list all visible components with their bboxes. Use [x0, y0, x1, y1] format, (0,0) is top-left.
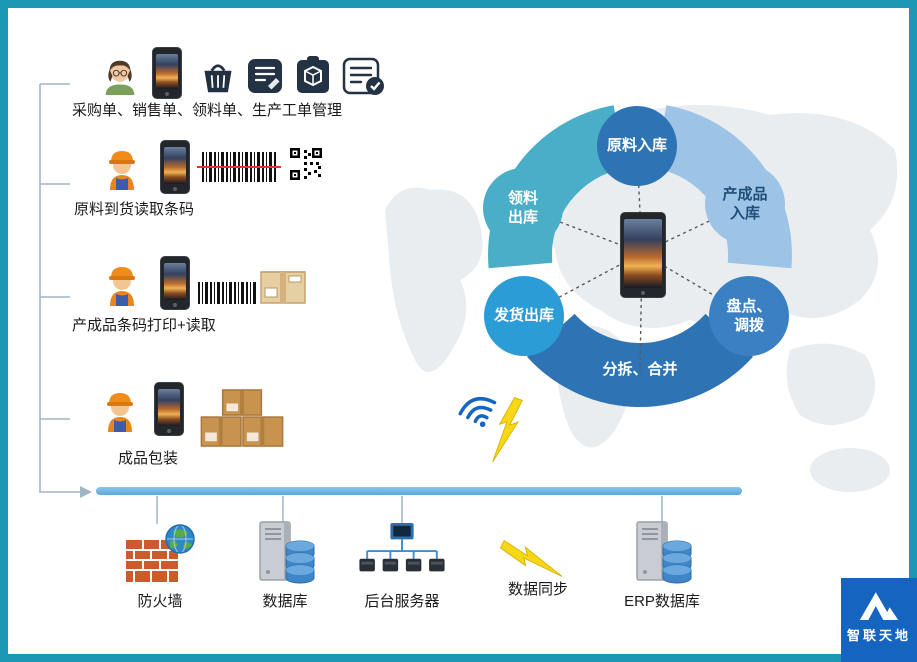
bus-stub — [661, 496, 663, 524]
node-count-transfer: 盘点、 调拨 — [709, 276, 789, 356]
infra-data-sync: 数据同步 — [488, 524, 588, 614]
infra-firewall: 防火墙 — [120, 522, 200, 614]
node-count-transfer-label: 盘点、 调拨 — [726, 297, 772, 335]
bus-stub — [282, 496, 284, 524]
workflow-group-raw-arrival: 原料到货读取条码 — [60, 140, 350, 220]
workflow-label-orders: 采购单、销售单、领料单、生产工单管理 — [72, 102, 343, 119]
barcode-icon — [198, 282, 256, 304]
barcode-scan-icon — [197, 152, 281, 182]
carton-stack-icon — [200, 389, 284, 447]
qr-code-icon — [288, 146, 324, 182]
bus-stub — [401, 496, 403, 524]
infra-label-backend-server: 后台服务器 — [364, 593, 440, 610]
smartphone-icon — [160, 256, 190, 310]
node-raw-in: 原料入库 — [597, 106, 677, 186]
node-material-out-label: 领料 出库 — [507, 189, 538, 227]
smartphone-icon — [160, 140, 190, 194]
node-product-in: 产成品 入库 — [705, 164, 785, 244]
infra-label-database: 数据库 — [262, 593, 308, 610]
infra-label-data-sync: 数据同步 — [507, 581, 568, 598]
checklist-icon — [342, 57, 386, 97]
node-product-in-label: 产成品 入库 — [722, 185, 768, 223]
node-ship-out: 发货出库 — [484, 276, 564, 356]
package-doc-icon — [296, 55, 330, 94]
database-icon — [636, 521, 692, 584]
workflow-group-product-barcode: 产成品条码打印+读取 — [60, 256, 320, 336]
network-bus-bar — [96, 487, 742, 495]
female-operator-icon — [105, 60, 135, 95]
basket-icon — [203, 64, 233, 94]
left-flow-connector — [39, 83, 92, 498]
firewall-icon — [125, 524, 195, 583]
worker-icon — [109, 151, 135, 190]
worker-icon — [109, 267, 135, 306]
infra-backend-server: 后台服务器 — [352, 520, 452, 614]
carton-box-icon — [260, 271, 306, 304]
logo: 智联天地 — [841, 578, 917, 662]
workflow-label-packaging: 成品包装 — [118, 450, 179, 467]
bus-stub — [156, 496, 158, 524]
infra-erp-database: ERP数据库 — [612, 518, 712, 614]
workflow-label-product-barcode: 产成品条码打印+读取 — [72, 317, 216, 334]
sector-split-merge — [527, 313, 753, 408]
node-material-out: 领料 出库 — [483, 168, 563, 248]
database-icon — [259, 521, 315, 584]
infra-label-erp-database: ERP数据库 — [624, 593, 700, 610]
node-split-merge-label: 分拆、合并 — [602, 361, 678, 378]
mountain-logo-icon — [859, 592, 899, 620]
worker-icon — [107, 393, 133, 432]
smartphone-icon — [152, 47, 182, 99]
smartphone-icon — [154, 382, 184, 436]
workflow-group-packaging: 成品包装 — [60, 380, 300, 472]
central-smartphone-icon — [620, 212, 666, 298]
workflow-label-raw-arrival: 原料到货读取条码 — [74, 201, 195, 218]
infra-label-firewall: 防火墙 — [137, 593, 183, 610]
order-doc-icon — [246, 57, 284, 95]
node-ship-out-label: 发货出库 — [493, 307, 554, 325]
infra-database: 数据库 — [245, 518, 325, 614]
logo-text: 智联天地 — [846, 628, 911, 643]
workflow-group-orders: 采购单、销售单、领料单、生产工单管理 — [60, 45, 410, 120]
node-raw-in-label: 原料入库 — [606, 137, 667, 155]
backend-server-icon — [358, 522, 446, 573]
lightning-icon — [496, 539, 568, 577]
